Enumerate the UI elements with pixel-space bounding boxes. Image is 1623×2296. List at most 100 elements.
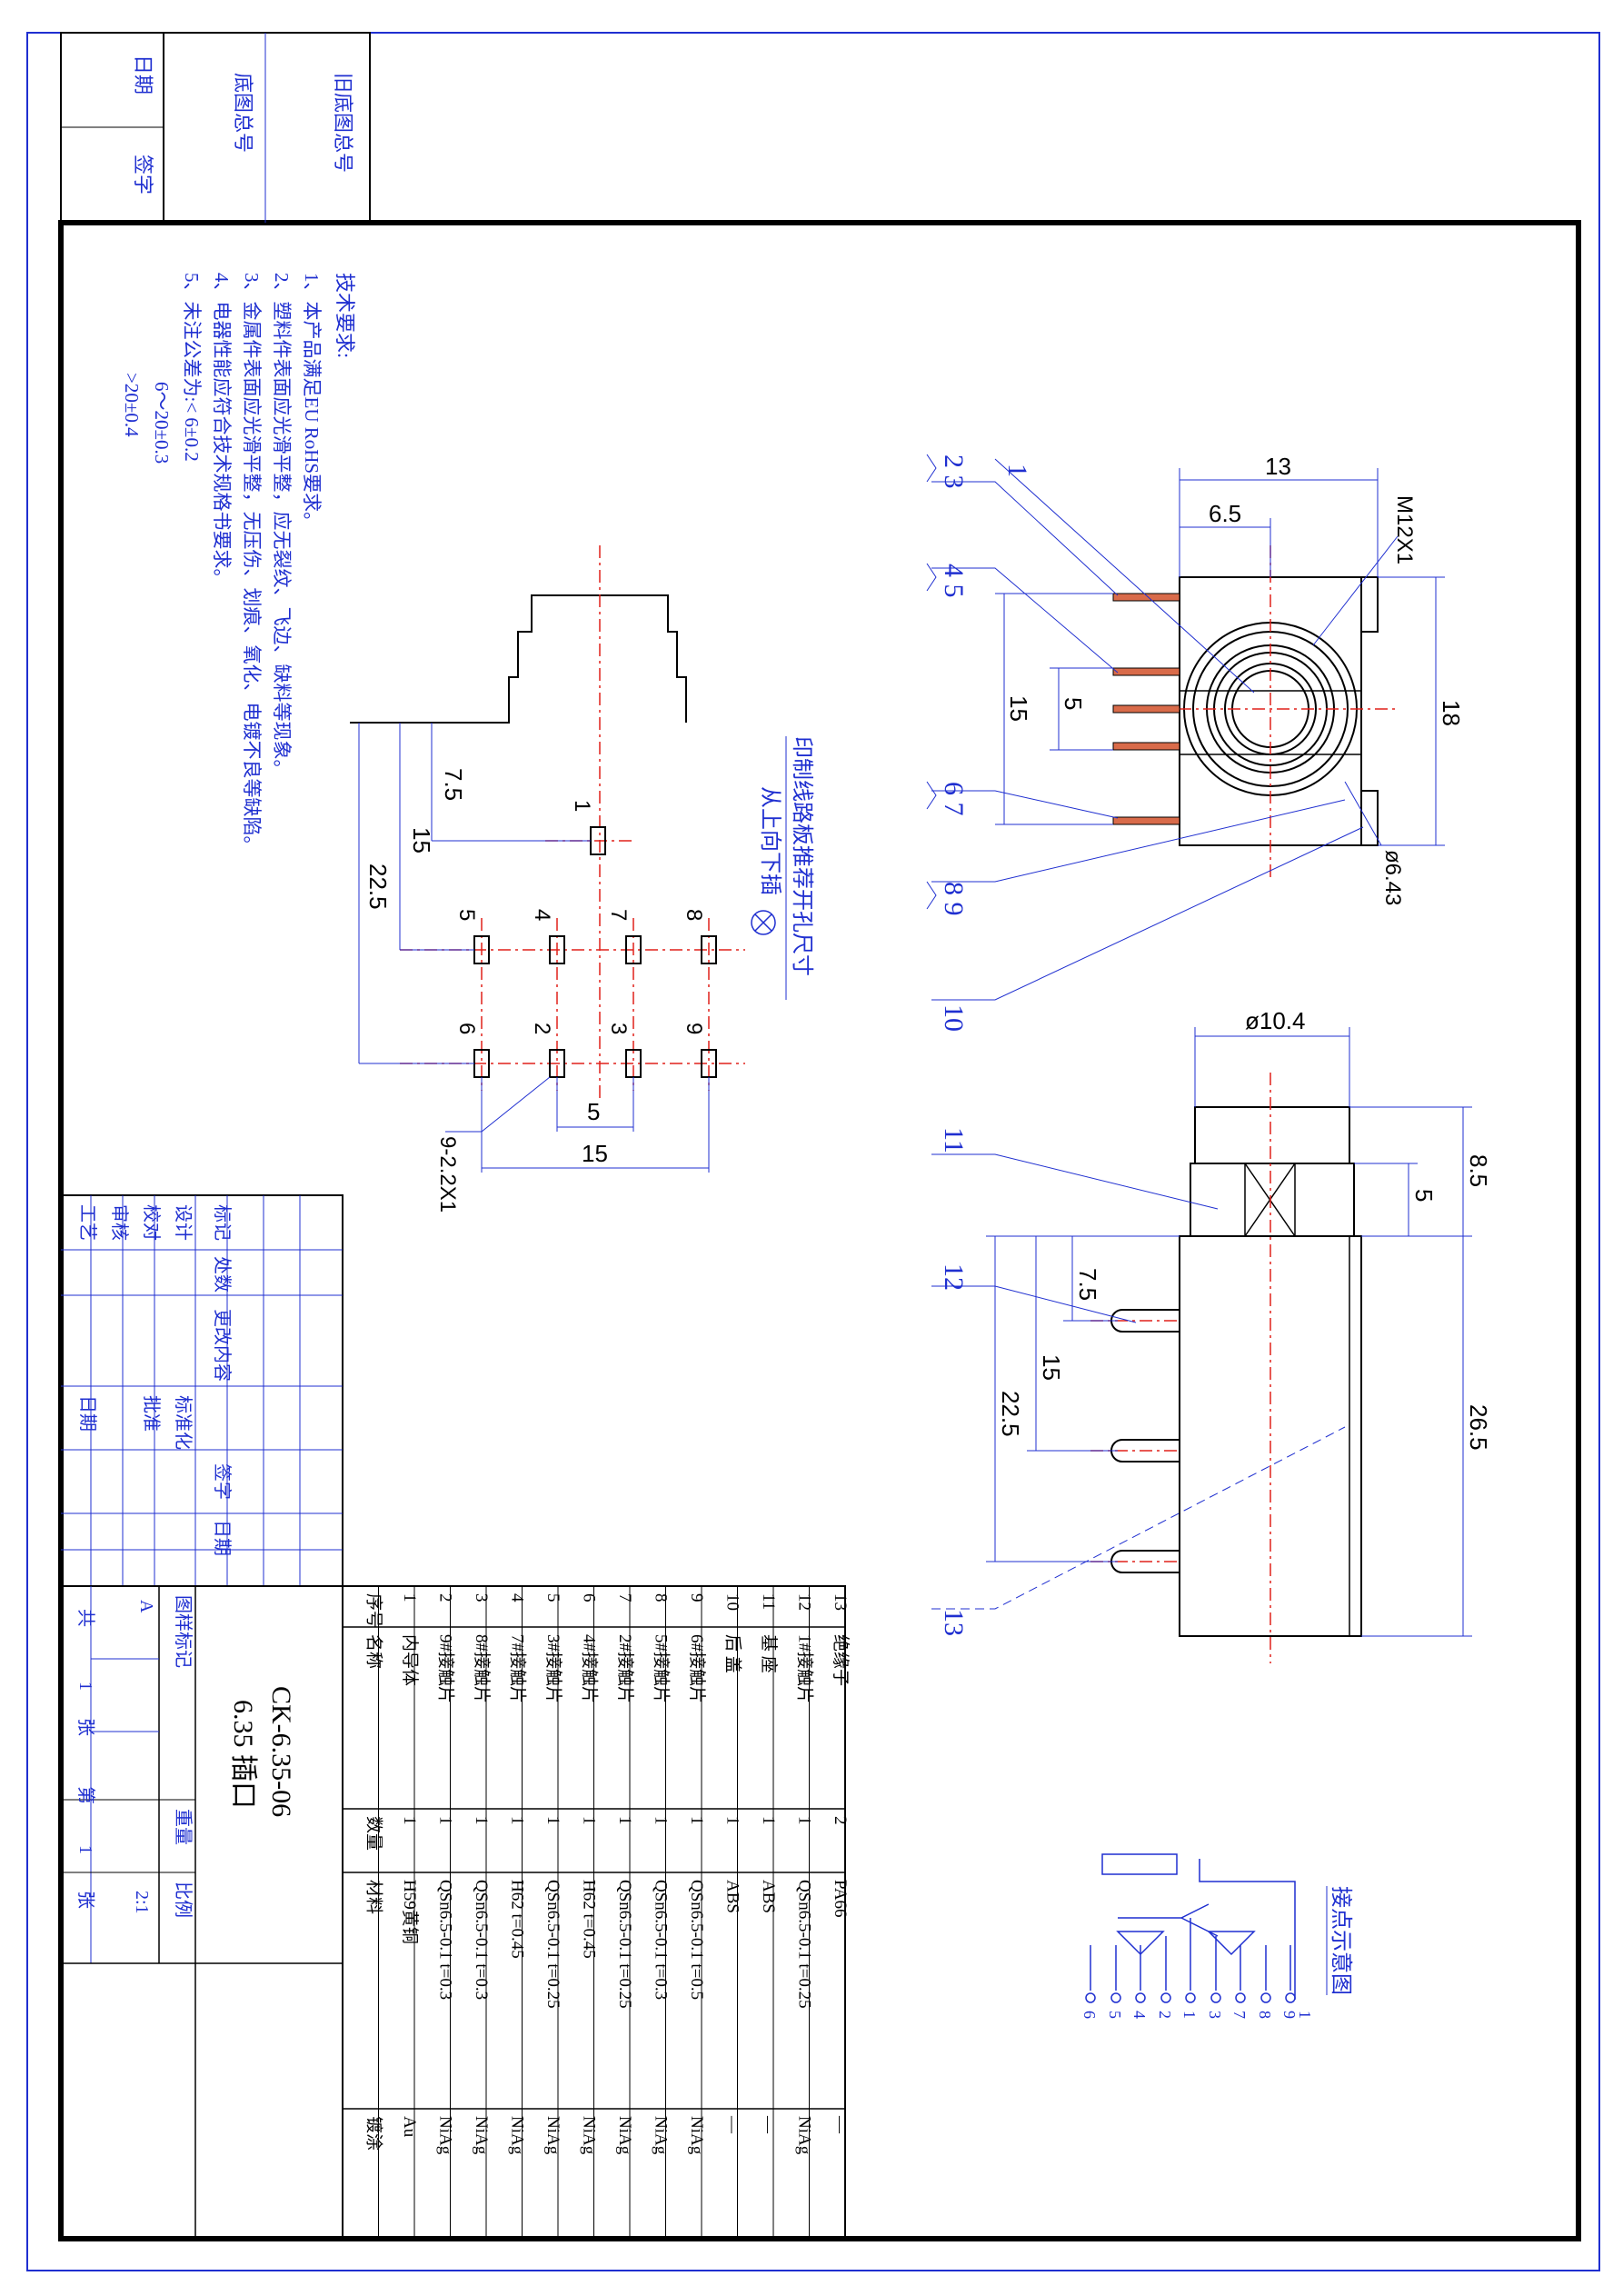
role-check: 校对	[141, 1204, 162, 1241]
title-block: CK-6.35-06 6.35 插口 图样标记 重量 比例 2:1 A 共 1 …	[60, 1585, 344, 2240]
base-drawing-no: 底图总号	[232, 73, 254, 153]
bom-header: 镀涂	[363, 2116, 383, 2151]
bom-cell-plate: NiAg	[579, 2116, 598, 2155]
side-dim-15: 15	[1038, 1354, 1065, 1381]
bom-cell-no: 5	[543, 1593, 563, 1602]
bom-cell-plate: NiAg	[435, 2116, 454, 2155]
bom-cell-qty: 1	[687, 1816, 706, 1825]
bom-cell-qty: 1	[543, 1816, 563, 1825]
bom-cell-no: 8	[651, 1593, 670, 1602]
bom-cell-mat: PA66	[831, 1880, 850, 1918]
front-view: 13 6.5 M12X1 18 15 5 ø6.43 1 2 3 4 5 6 7…	[926, 453, 1465, 1032]
tech-tol-3: >20±0.4	[121, 373, 143, 437]
bom-cell-plate: NiAg	[507, 2116, 526, 2155]
bom-cell-no: 1	[400, 1593, 419, 1602]
bom-cell-no: 6	[579, 1593, 598, 1602]
bom-cell-name: 7#接触片	[507, 1634, 527, 1703]
front-dim-m12: M12X1	[1392, 495, 1417, 564]
front-callout-6-7: 6 7	[939, 782, 969, 816]
bom-cell-name: 基 座	[759, 1634, 779, 1673]
bom-header: 序号	[363, 1593, 383, 1628]
role-date: 日期	[77, 1395, 97, 1432]
front-pin	[1112, 742, 1180, 751]
total-count: 1	[75, 1682, 95, 1691]
bom-cell-plate: NiAg	[472, 2116, 491, 2155]
schematic-pin: 7	[1230, 2011, 1249, 2019]
bom-cell-qty: 1	[722, 1816, 742, 1825]
bom-cell-mat: QSn6.5-0.1 t=0.3	[435, 1880, 454, 2000]
tech-tol-2: 6～20±0.3	[151, 382, 173, 464]
tech-item-2: 2、塑料件表面应光滑平整，应无裂纹、飞边、缺料等现象。	[271, 273, 293, 779]
bom-cell-name: 5#接触片	[651, 1634, 671, 1703]
bom-cell-plate: NiAg	[794, 2116, 813, 2155]
role-process: 工艺	[77, 1204, 98, 1241]
side-dim-7-5: 7.5	[1074, 1268, 1101, 1301]
scale-value: 2:1	[132, 1891, 152, 1914]
tech-item-1: 1、本产品满足EU RoHS要求。	[301, 273, 323, 531]
bom-cell-name: 4#接触片	[579, 1634, 599, 1703]
rev-sign: 签字	[212, 1463, 233, 1500]
front-dim-6-43: ø6.43	[1380, 850, 1405, 905]
tech-item-3: 3、金属件表面应光滑平整，无压伤、划痕、氧化、电镀不良等缺陷。	[241, 273, 263, 855]
bom-cell-name: 6#接触片	[687, 1634, 707, 1703]
bom-cell-mat: QSn6.5-0.1 t=0.3	[472, 1880, 491, 2000]
insert-direction-icon	[751, 910, 776, 935]
pcb-pin-label: 8	[682, 909, 706, 921]
side-dim-26-5: 26.5	[1465, 1404, 1492, 1451]
front-callout-1: 1	[1002, 464, 1032, 477]
schematic-pin: 8	[1256, 2011, 1274, 2019]
sheet-label: 第	[75, 1786, 96, 1804]
role-std: 标准化	[173, 1395, 194, 1450]
pcb-hole-7	[625, 935, 642, 964]
pcb-hole-8	[701, 935, 717, 964]
schematic-title: 接点示意图	[1329, 1886, 1353, 1995]
bom-cell-plate: —	[759, 2115, 778, 2134]
total-label: 共	[75, 1609, 96, 1627]
contact-schematic: 接点示意图 6 5 4 2 1 3 7 8 9 1	[1080, 1853, 1353, 2019]
bom-cell-plate: NiAg	[651, 2116, 670, 2155]
outer-frame	[26, 32, 1600, 2271]
date-label: 日期	[132, 55, 154, 95]
sheet-unit: 张	[75, 1891, 96, 1909]
bom-cell-no: 7	[615, 1593, 634, 1602]
schematic-pin: 2	[1156, 2011, 1174, 2019]
bom-cell-no: 13	[831, 1593, 850, 1611]
bom-cell-plate: NiAg	[543, 2116, 563, 2155]
bom-cell-qty: 1	[435, 1816, 454, 1825]
tech-title: 技术要求:	[334, 273, 356, 358]
bom-cell-plate: —	[722, 2115, 742, 2134]
bom-cell-plate: —	[831, 2115, 850, 2134]
bom-cell-name: 3#接触片	[543, 1634, 563, 1703]
bom-cell-no: 4	[507, 1593, 526, 1602]
bom-cell-plate: NiAg	[615, 2116, 634, 2155]
pcb-dim-15b: 15	[582, 1140, 608, 1167]
pcb-hole-size: 9-2.2X1	[435, 1136, 460, 1213]
bom-header: 名称	[363, 1634, 383, 1669]
bom-header: 数量	[363, 1816, 383, 1851]
bom-cell-qty: 1	[651, 1816, 670, 1825]
bom-cell-plate: NiAg	[687, 2116, 706, 2155]
pcb-pin-label: 5	[454, 909, 479, 921]
side-dim-5: 5	[1410, 1189, 1438, 1202]
bom-cell-mat: QSn6.5-0.1 t=0.25	[615, 1880, 634, 2009]
bom-cell-no: 3	[472, 1593, 491, 1602]
signature-label: 签字	[132, 155, 154, 195]
bom-cell-mat: ABS	[722, 1880, 742, 1913]
front-dim-13: 13	[1265, 453, 1291, 480]
bom-cell-name: 1#接触片	[794, 1634, 814, 1703]
pcb-pin-label: 3	[606, 1023, 631, 1034]
sheets-label: 张	[75, 1718, 96, 1736]
bom-cell-qty: 1	[507, 1816, 526, 1825]
schematic-pin: 6	[1080, 2011, 1099, 2019]
rev-mark: 标记	[212, 1204, 233, 1241]
bom-cell-name: 绝缘子	[831, 1634, 851, 1686]
side-view: ø10.4 8.5 5 26.5 7.5 15 22.5 11 12 13	[931, 1007, 1492, 1663]
bom-cell-mat: H59黄铜	[400, 1880, 420, 1944]
bom-cell-name: 9#接触片	[435, 1634, 455, 1703]
bom-cell-mat: QSn6.5-0.1 t=0.5	[687, 1880, 706, 2000]
bom-cell-qty: 1	[400, 1816, 419, 1825]
pcb-pin-label: 1	[570, 800, 594, 812]
pcb-pin-label: 9	[682, 1023, 706, 1034]
front-dim-5: 5	[1060, 697, 1087, 710]
